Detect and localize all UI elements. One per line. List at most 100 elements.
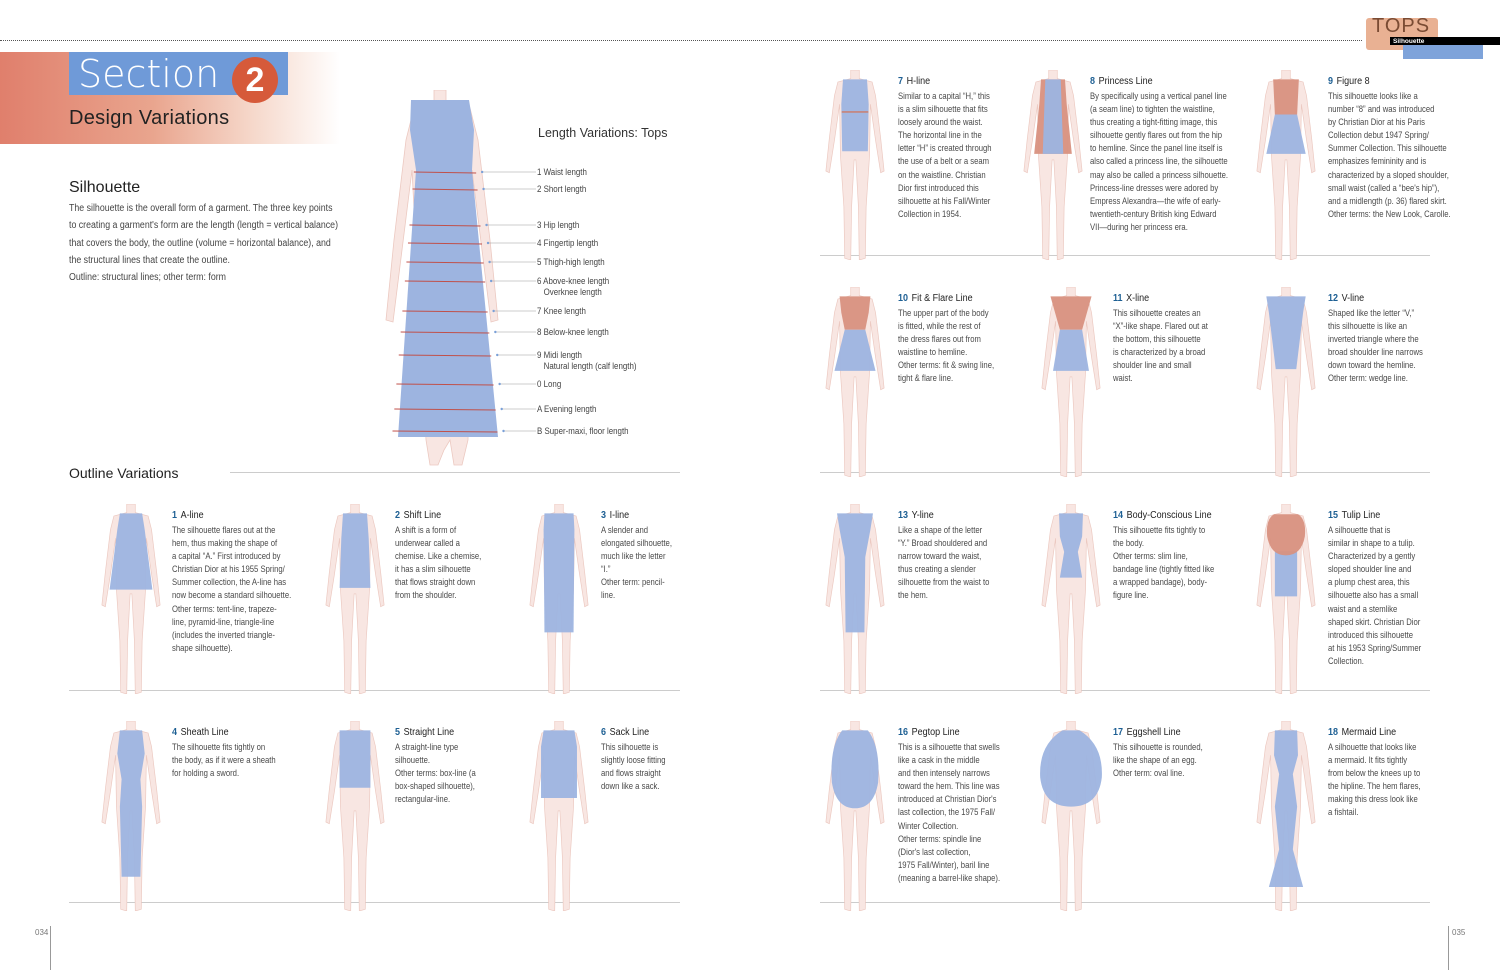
length-label: 2 Short length [537, 184, 587, 194]
length-marker [488, 260, 491, 264]
card-number: 10 [898, 293, 909, 304]
silhouette-figure-bodycon [1041, 503, 1101, 695]
subtab-label: Silhouette [1393, 37, 1425, 45]
card-figure [1028, 720, 1114, 916]
card-number: 15 [1328, 510, 1339, 521]
length-label: B Super-maxi, floor length [537, 426, 629, 436]
card-body: This is a silhouette that swells like a … [898, 741, 1001, 883]
length-label: 0 Long [537, 379, 562, 389]
divider [230, 472, 680, 473]
card-number: 5 [395, 727, 401, 738]
card-number: 7 [898, 76, 904, 87]
subtab-accent [1403, 45, 1483, 59]
silhouette-figure-hline [825, 69, 885, 261]
silhouette-figure-sheath [101, 720, 161, 912]
silhouette-note: Outline: structural lines; other term: f… [69, 272, 226, 284]
length-line [409, 224, 481, 227]
section-title: Design Variations [69, 107, 230, 129]
card-title-text: Straight Line [403, 727, 455, 738]
card-figure [1243, 69, 1329, 265]
card-title-text: Fit & Flare Line [911, 293, 973, 304]
length-line [413, 171, 477, 174]
card-body: This silhouette creates an “X”-like shap… [1113, 307, 1208, 384]
card-figure [516, 720, 602, 916]
silhouette-figure-pegtop [825, 720, 885, 912]
card-number: 4 [172, 727, 178, 738]
card-title-text: Body-Conscious Line [1126, 510, 1212, 521]
silhouette-figure-figure8 [1256, 69, 1316, 261]
length-line [406, 261, 484, 264]
card-figure [1243, 503, 1329, 699]
section-number-badge: 2 [232, 57, 278, 103]
card-body: This silhouette fits tightly to the body… [1113, 524, 1215, 601]
silhouette-figure-shift [325, 503, 385, 695]
length-line [404, 280, 486, 283]
length-variations-figure [385, 90, 536, 466]
card-title-text: I-line [609, 510, 630, 521]
card-body: The silhouette fits tightly on the body,… [172, 741, 276, 779]
divider [820, 902, 1430, 903]
outline-variations-heading: Outline Variations [69, 465, 179, 481]
length-line [398, 354, 492, 357]
silhouette-figure-straight [325, 720, 385, 912]
card-number: 14 [1113, 510, 1124, 521]
card-body: A straight-line type silhouette. Other t… [395, 741, 476, 805]
card-figure [1028, 503, 1114, 699]
card-figure [812, 720, 898, 916]
silhouette-intro: The silhouette is the overall form of a … [69, 200, 359, 286]
card-figure [516, 503, 602, 699]
length-line [407, 242, 483, 245]
length-label: 8 Below-knee length [537, 327, 609, 337]
length-label: 1 Waist length [537, 167, 587, 177]
card-number: 18 [1328, 727, 1339, 738]
card-title-text: Tulip Line [1341, 510, 1381, 521]
length-label: 3 Hip length [537, 220, 580, 230]
card-number: 16 [898, 727, 909, 738]
silhouette-figure-iline [529, 503, 589, 695]
card-number: 17 [1113, 727, 1124, 738]
card-number: 13 [898, 510, 909, 521]
length-label: 6 Above-knee length Overknee length [537, 276, 610, 297]
card-title-text: Y-line [911, 510, 934, 521]
card-body: A silhouette that looks like a mermaid. … [1328, 741, 1421, 818]
card-number: 8 [1090, 76, 1096, 87]
card-title-text: Shift Line [403, 510, 442, 521]
card-figure [312, 503, 398, 699]
length-line [400, 331, 490, 334]
card-body: This silhouette is slightly loose fittin… [601, 741, 666, 792]
card-figure [312, 720, 398, 916]
card-number: 1 [172, 510, 178, 521]
divider [69, 690, 680, 691]
card-title-text: X-line [1126, 293, 1150, 304]
length-marker [489, 279, 493, 283]
card-figure [88, 720, 174, 916]
card-figure [88, 503, 174, 699]
card-title-text: A-line [180, 510, 204, 521]
divider [820, 472, 1430, 473]
length-marker [500, 407, 503, 411]
length-line [402, 310, 488, 313]
section-word: Section [78, 52, 220, 96]
card-body: Shaped like the letter “V,” this silhoue… [1328, 307, 1423, 384]
length-marker [482, 187, 485, 191]
silhouette-figure-fitflare [825, 286, 885, 478]
card-body: This silhouette looks like a number “8” … [1328, 90, 1451, 219]
length-line [394, 408, 496, 411]
length-line [412, 188, 478, 191]
length-marker [494, 330, 497, 334]
